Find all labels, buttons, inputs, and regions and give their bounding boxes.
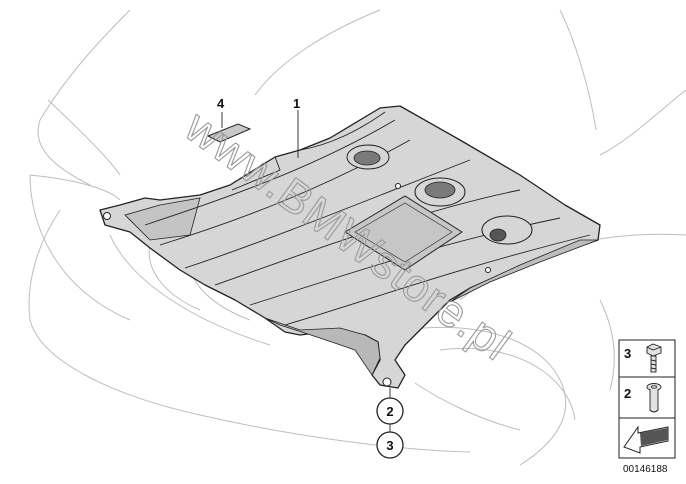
svg-text:2: 2 [386,404,393,419]
panel-recess [344,195,463,271]
panel-shade-front [264,317,381,376]
leader-lines [221,110,391,432]
circled-callout-3: 3 [376,431,404,459]
panel-opening-2 [414,177,466,207]
legend-number-2: 2 [624,386,631,401]
panel-rib-6 [284,234,591,326]
panel-outline [99,105,601,389]
mounting-hole-center [395,183,401,189]
panel-recess-inner [354,202,453,263]
document-number: 00146188 [623,464,668,475]
hex-bolt-icon [646,343,662,373]
parts-legend: 3 2 [618,339,676,459]
panel-rib-3 [184,159,471,269]
panel-edge-top [299,111,386,151]
underbody-protection-panel [99,105,601,389]
panel-edge-step [231,156,281,191]
panel-opening-1 [346,144,390,170]
expanding-rivet-icon [646,383,662,413]
legend-number-3: 3 [624,346,631,361]
mounting-hole-front [382,377,392,387]
mounting-hole-left [103,212,111,220]
callout-4: 4 [217,96,225,111]
arrow-icon [623,425,669,454]
panel-opening-3 [481,215,533,245]
circled-callout-2: 2 [376,397,404,425]
panel-shade-right [449,239,599,303]
mounting-hole-right [485,267,491,273]
svg-text:3: 3 [386,438,393,453]
panel-rib-1 [144,119,396,226]
insulation-pad [206,123,252,143]
callout-1: 1 [293,96,300,111]
